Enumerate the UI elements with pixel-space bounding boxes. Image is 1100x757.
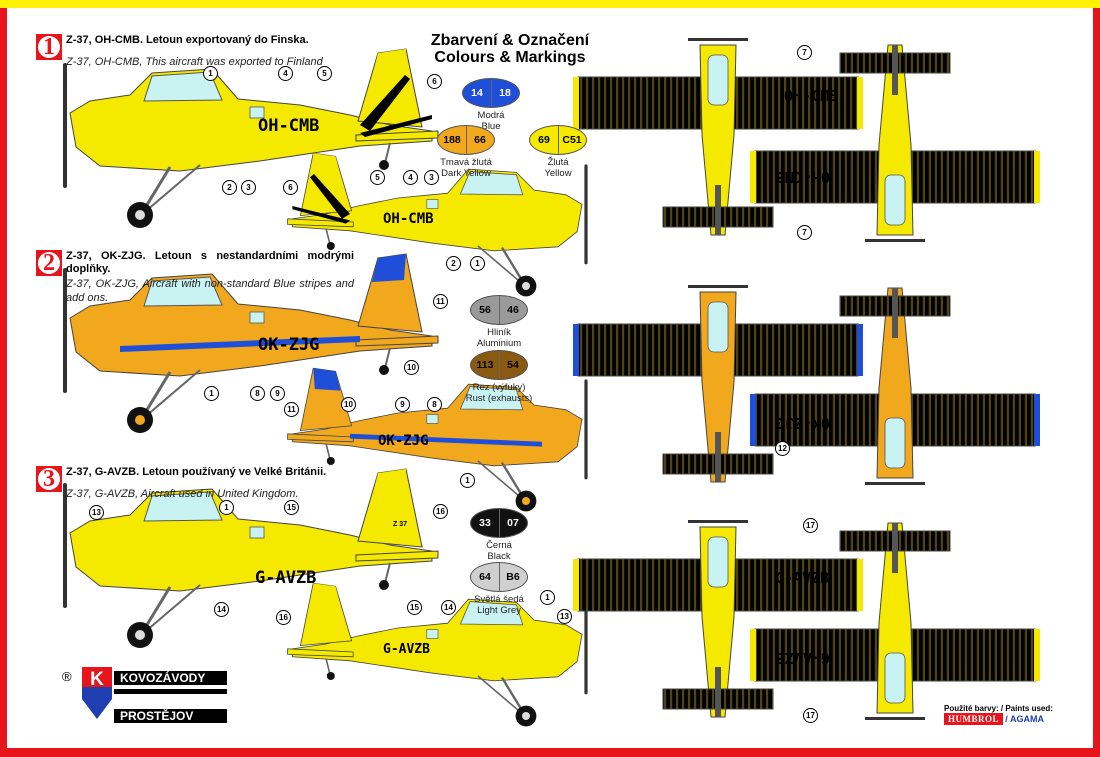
registration-top-3: G-AVZB [775, 569, 829, 587]
callout-number: 14 [214, 602, 229, 617]
svg-text:K: K [90, 669, 104, 690]
callout-number: 4 [278, 66, 293, 81]
callout-number: 1 [204, 386, 219, 401]
registration-side-left-1: OH-CMB [258, 116, 319, 136]
colours-markings-heading: Zbarvení & Označení Colours & Markings [430, 32, 590, 66]
registration-bottom-2: OK-ZJG [776, 414, 830, 432]
callout-number: 8 [250, 386, 265, 401]
top-view-ohcmb [572, 37, 864, 236]
callout-number: 3 [424, 170, 439, 185]
callout-number: 5 [317, 66, 332, 81]
scheme-title: Z-37, OK-ZJG. Letoun s nestandardními mo… [66, 250, 354, 275]
callout-number: 10 [341, 397, 356, 412]
registration-bottom-1: OH-CMB [776, 168, 830, 186]
scheme-1-header: 1 Z-37, OH-CMB. Letoun exportovaný do Fi… [36, 34, 354, 69]
callout-number: 17 [803, 708, 818, 723]
logo-stripe [114, 689, 227, 694]
registration-bottom-3: G-AVZB [776, 649, 830, 667]
frame-top [0, 0, 1100, 8]
callout-number: 12 [775, 441, 790, 456]
callout-number: 16 [276, 610, 291, 625]
logo-line-2: PROSTĚJOV [114, 709, 227, 723]
callout-number: 5 [370, 170, 385, 185]
callout-number: 7 [797, 45, 812, 60]
callout-number: 1 [470, 256, 485, 271]
callout-number: 2 [446, 256, 461, 271]
callout-number: 13 [89, 505, 104, 520]
scheme-2-header: 2 Z-37, OK-ZJG. Letoun s nestandardními … [36, 250, 354, 305]
callout-number: 4 [403, 170, 418, 185]
callout-number: 7 [797, 225, 812, 240]
bottom-view-gavzb [749, 522, 1041, 721]
scheme-number-badge: 2 [36, 250, 62, 276]
fin-code-3: Z 37 [393, 521, 407, 528]
callout-number: 11 [284, 402, 299, 417]
top-view-okzjg [572, 284, 864, 483]
callout-number: 17 [803, 518, 818, 533]
agama-logo: AGAMA [1010, 714, 1044, 724]
scheme-title: Z-37, G-AVZB. Letoun používaný ve Velké … [66, 466, 327, 478]
callout-number: 15 [284, 500, 299, 515]
callout-number: 16 [433, 504, 448, 519]
callout-number: 13 [557, 609, 572, 624]
callout-number: 6 [427, 74, 442, 89]
bottom-view-ohcmb [749, 44, 1041, 243]
frame-bottom [0, 748, 1100, 757]
registration-side-right-2: OK-ZJG [378, 433, 429, 449]
k-shield-icon: K [82, 667, 112, 719]
callout-number: 1 [460, 473, 475, 488]
callout-number: 3 [241, 180, 256, 195]
callout-number: 10 [404, 360, 419, 375]
scheme-subtitle: Z-37, OK-ZJG, Aircraft with non-standard… [66, 278, 354, 304]
frame-right [1093, 8, 1100, 757]
scheme-subtitle: Z-37, OH-CMB, This aircraft was exported… [66, 56, 323, 68]
callout-number: 1 [219, 500, 234, 515]
callout-number: 2 [222, 180, 237, 195]
callout-number: 1 [540, 590, 555, 605]
callout-number: 9 [395, 397, 410, 412]
bottom-view-okzjg [749, 287, 1041, 486]
registration-side-left-3: G-AVZB [255, 568, 316, 588]
scheme-subtitle: Z-37, G-AVZB, Aircraft used in United Ki… [66, 488, 299, 500]
registration-top-1: OH-CMB [784, 87, 838, 105]
registration-side-left-2: OK-ZJG [258, 335, 319, 355]
callout-number: 6 [283, 180, 298, 195]
callout-number: 15 [407, 600, 422, 615]
callout-number: 1 [203, 66, 218, 81]
callout-number: 11 [433, 294, 448, 309]
scheme-number-badge: 1 [36, 34, 62, 60]
callout-number: 9 [270, 386, 285, 401]
logo-line-1: KOVOZÁVODY [114, 671, 227, 685]
top-view-gavzb [572, 519, 864, 718]
kovozavody-logo: ® K KOVOZÁVODY PROSTĚJOV [62, 665, 227, 725]
callout-number: 8 [427, 397, 442, 412]
scheme-3-header: 3 Z-37, G-AVZB. Letoun používaný ve Velk… [36, 466, 354, 501]
scheme-number-badge: 3 [36, 466, 62, 492]
frame-left [0, 8, 7, 757]
paints-used: Použité barvy: / Paints used: HUMBROL / … [944, 704, 1053, 725]
registration-side-right-1: OH-CMB [383, 211, 434, 227]
scheme-title: Z-37, OH-CMB. Letoun exportovaný do Fins… [66, 34, 309, 46]
callout-number: 14 [441, 600, 456, 615]
humbrol-logo: HUMBROL [944, 713, 1004, 725]
registration-side-right-3: G-AVZB [383, 642, 430, 657]
